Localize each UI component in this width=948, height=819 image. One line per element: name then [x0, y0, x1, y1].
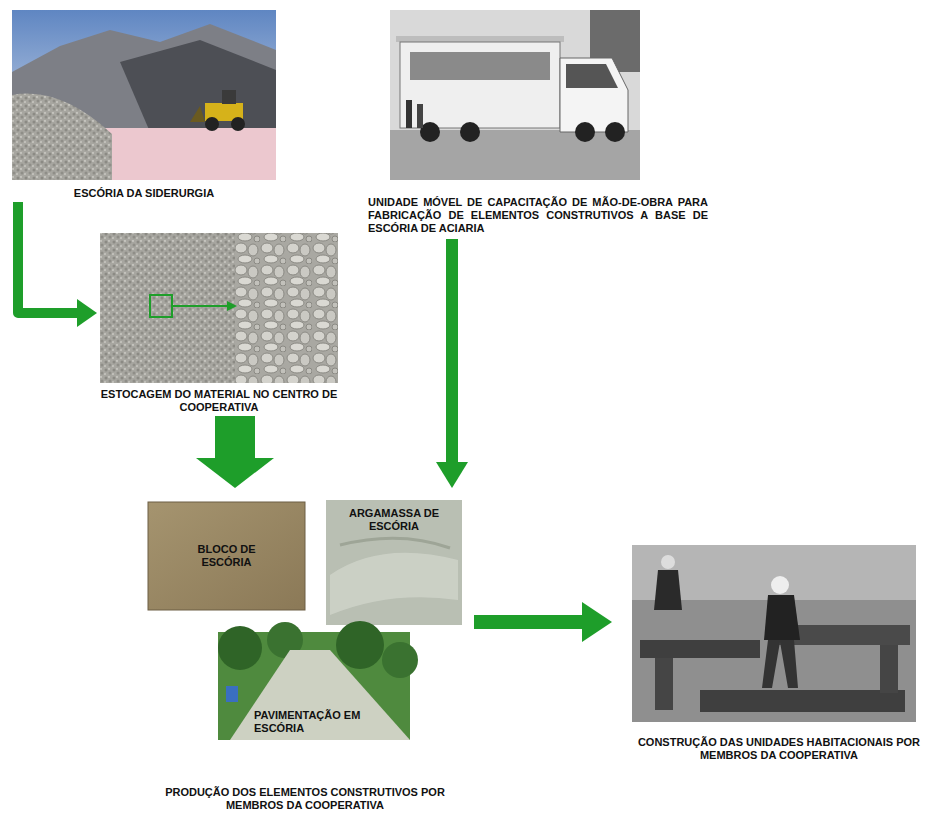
bin — [226, 686, 238, 702]
worker-body — [764, 595, 800, 640]
caption-text: UNIDADE MÓVEL DE CAPACITAÇÃO DE MÃO-DE-O… — [368, 196, 708, 235]
gravel-photo — [100, 233, 235, 383]
truck-window — [566, 64, 618, 88]
slag-slope — [120, 40, 276, 132]
photo-label-node: ARGAMASSA DE ESCÓRIA — [326, 500, 462, 625]
flow-arrow — [18, 202, 97, 327]
mortar-streak — [330, 553, 458, 615]
arrowhead — [436, 462, 468, 488]
trailer — [400, 42, 560, 128]
caption-text: PRODUÇÃO DOS ELEMENTOS CONSTRUTIVOS POR … — [157, 786, 453, 812]
caption-text: BLOCO DE ESCÓRIA — [179, 542, 275, 570]
wheel — [460, 122, 480, 142]
caption-text: CONSTRUÇÃO DAS UNIDADES HABITACIONAIS PO… — [614, 736, 944, 762]
sky — [12, 10, 276, 180]
arrowhead — [196, 458, 274, 488]
trailer-banner — [410, 52, 550, 80]
gravel-zoom — [235, 233, 338, 383]
zoom-line — [172, 305, 228, 307]
flow-arrow — [436, 239, 468, 488]
tree — [382, 642, 418, 678]
caption-text: PAVIMENTAÇÃO EM ESCÓRIA — [252, 708, 368, 736]
arrow-shaft — [446, 239, 458, 463]
photo-node: ESTOCAGEM DO MATERIAL NO CENTRO DE COOPE… — [100, 233, 338, 414]
wall — [655, 658, 673, 710]
wall — [640, 640, 760, 658]
photo-label-node: BLOCO DE ESCÓRIA — [148, 502, 305, 610]
paved-path — [230, 650, 410, 740]
flow-arrow — [474, 602, 612, 642]
photo-node: ESCÓRIA DA SIDERURGIA — [12, 10, 276, 200]
arrowhead — [77, 299, 97, 327]
photo-node: UNIDADE MÓVEL DE CAPACITAÇÃO DE MÃO-DE-O… — [368, 10, 708, 235]
arrowhead — [582, 602, 612, 642]
caption-text: ESCÓRIA DA SIDERURGIA — [12, 187, 276, 200]
person — [417, 104, 423, 128]
caption-text: ESTOCAGEM DO MATERIAL NO CENTRO DE COOPE… — [100, 388, 338, 414]
awning — [396, 36, 564, 42]
tree — [336, 621, 384, 669]
loader-bucket — [190, 106, 205, 122]
loader-cab — [222, 90, 236, 104]
worker-head — [661, 555, 675, 569]
caption-text: ARGAMASSA DE ESCÓRIA — [336, 506, 452, 534]
wheel — [605, 122, 625, 142]
tree — [218, 626, 262, 670]
loader-wheel — [231, 117, 245, 131]
worker-legs — [762, 640, 798, 688]
mortar-photo — [326, 500, 462, 625]
wheel — [575, 122, 595, 142]
person — [406, 100, 412, 128]
block-photo — [148, 502, 305, 610]
arrow-shaft — [474, 615, 583, 629]
arrow-shaft — [18, 202, 78, 313]
flow-arrow — [196, 416, 274, 488]
photo-label-node: PAVIMENTAÇÃO EM ESCÓRIA — [218, 632, 410, 740]
wall — [700, 690, 905, 712]
zoom-arrowhead — [227, 301, 237, 311]
zoom-square — [150, 295, 172, 317]
construction-photo — [632, 545, 916, 722]
truck-photo — [390, 10, 640, 180]
worker-body — [654, 570, 682, 610]
group-node: PRODUÇÃO DOS ELEMENTOS CONSTRUTIVOS POR … — [140, 490, 470, 814]
loader-wheel — [205, 117, 219, 131]
photo-node: CONSTRUÇÃO DAS UNIDADES HABITACIONAIS PO… — [614, 545, 944, 762]
arrow-shaft — [215, 416, 255, 459]
mortar-streak — [340, 538, 450, 548]
slag-pile — [12, 94, 112, 180]
truck-cab — [560, 58, 628, 132]
worker-head — [771, 576, 789, 594]
wall — [880, 645, 898, 693]
